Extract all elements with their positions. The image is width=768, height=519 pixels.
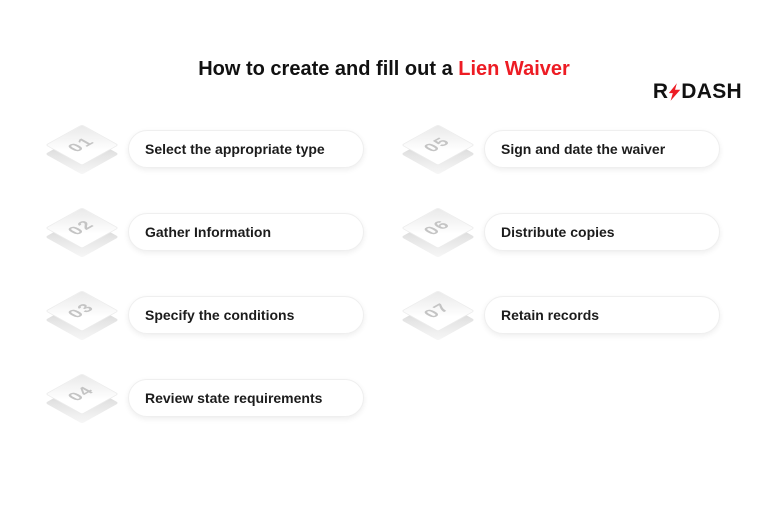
step-label-pill: Review state requirements (128, 379, 364, 417)
step-number: 07 (419, 300, 456, 321)
step-label: Gather Information (145, 224, 272, 240)
step-number-cube-icon: 03 (44, 283, 136, 347)
step-label-pill: Distribute copies (484, 213, 720, 251)
step-number-cube-icon: 01 (44, 117, 136, 181)
step-label: Sign and date the waiver (501, 141, 666, 157)
step-number: 05 (419, 134, 456, 155)
rdash-logo: R DASH (653, 80, 742, 104)
title-highlight: Lien Waiver (458, 58, 570, 80)
step-item-6: 06 Distribute copies (400, 200, 720, 264)
step-item-5: 05 Sign and date the waiver (400, 117, 720, 181)
logo-letter-dash: DASH (681, 80, 742, 103)
step-label: Select the appropriate type (145, 141, 325, 157)
step-number-cube-icon: 02 (44, 200, 136, 264)
step-number-cube-icon: 04 (44, 366, 136, 430)
step-number: 03 (63, 300, 100, 321)
step-number: 06 (419, 217, 456, 238)
page-title: How to create and fill out a Lien Waiver (0, 58, 768, 81)
step-number: 02 (63, 217, 100, 238)
lightning-bolt-icon (669, 83, 681, 101)
step-item-7: 07 Retain records (400, 283, 720, 347)
step-item-1: 01 Select the appropriate type (44, 117, 364, 181)
logo-letter-r: R (652, 80, 669, 103)
step-label-pill: Sign and date the waiver (484, 130, 720, 168)
step-number: 04 (63, 383, 100, 404)
step-label: Distribute copies (501, 224, 615, 240)
step-item-2: 02 Gather Information (44, 200, 364, 264)
step-item-3: 03 Specify the conditions (44, 283, 364, 347)
step-label: Review state requirements (145, 390, 323, 406)
step-number-cube-icon: 07 (400, 283, 492, 347)
steps-column-right: 05 Sign and date the waiver 06 Distribut… (400, 117, 720, 449)
step-label-pill: Retain records (484, 296, 720, 334)
step-label-pill: Select the appropriate type (128, 130, 364, 168)
step-label: Retain records (501, 307, 600, 323)
step-label: Specify the conditions (145, 307, 295, 323)
step-number-cube-icon: 06 (400, 200, 492, 264)
title-prefix: How to create and fill out a (198, 58, 453, 80)
step-label-pill: Specify the conditions (128, 296, 364, 334)
step-number-cube-icon: 05 (400, 117, 492, 181)
step-item-4: 04 Review state requirements (44, 366, 364, 430)
step-label-pill: Gather Information (128, 213, 364, 251)
step-number: 01 (63, 134, 100, 155)
steps-columns: 01 Select the appropriate type 02 Gather… (0, 117, 768, 449)
steps-column-left: 01 Select the appropriate type 02 Gather… (44, 117, 364, 449)
lien-waiver-infographic: R DASH How to create and fill out a Lien… (0, 58, 768, 519)
